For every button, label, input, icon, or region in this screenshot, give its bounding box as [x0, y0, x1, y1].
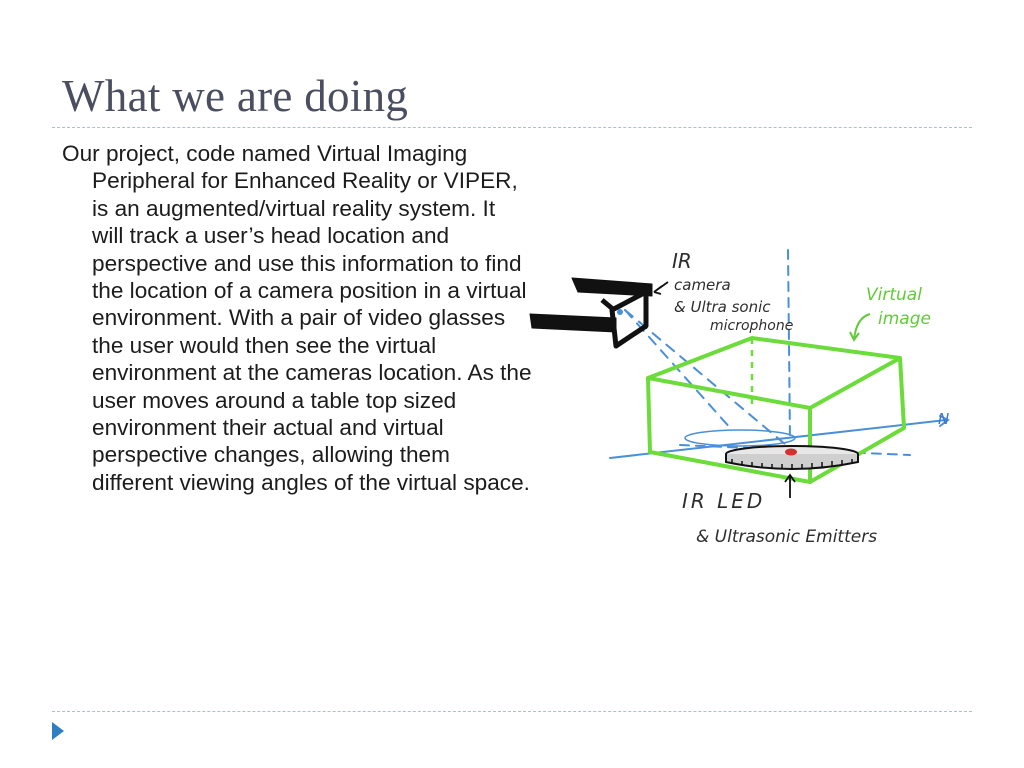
led-emitter-dot [785, 448, 797, 456]
ultrasonic-mic-label-1: & Ultra sonic [674, 298, 771, 316]
virtual-label-2: image [878, 309, 931, 329]
title-divider [52, 127, 972, 128]
turntable-ticks [731, 459, 853, 469]
led-pointer-arrow [784, 473, 796, 498]
glasses-lower-arm [529, 313, 617, 333]
emitters-label: & Ultrasonic Emitters [696, 527, 877, 547]
axis-lines [609, 249, 950, 459]
virtual-pointer-arrow [849, 313, 871, 342]
box-top [647, 336, 902, 410]
virtual-label-1: Virtual [866, 285, 922, 305]
north-arrow [939, 415, 950, 427]
camera-pointer-arrow [653, 281, 669, 295]
viper-system-sketch: IR camera & Ultra sonic microphone IR LE… [529, 249, 950, 547]
led-label: IR LED [682, 489, 765, 513]
glasses-upper-arm [571, 277, 653, 297]
north-label: N [938, 410, 949, 428]
glasses-camera-lens [617, 309, 623, 315]
play-triangle-icon[interactable] [51, 721, 65, 741]
ir-label: IR [672, 249, 692, 273]
emitter-base [725, 445, 859, 498]
footer-divider [52, 711, 972, 712]
sight-line-down [624, 309, 793, 451]
ultrasonic-mic-label-2: microphone [710, 318, 793, 334]
slide-title: What we are doing [62, 71, 409, 121]
glasses-bridge [600, 298, 616, 312]
glasses-front-frame [609, 289, 649, 349]
camera-label: camera [674, 276, 731, 294]
body-paragraph: Our project, code named Virtual Imaging … [62, 141, 532, 495]
video-glasses-icon [529, 277, 653, 349]
horizon-ring [684, 429, 796, 447]
